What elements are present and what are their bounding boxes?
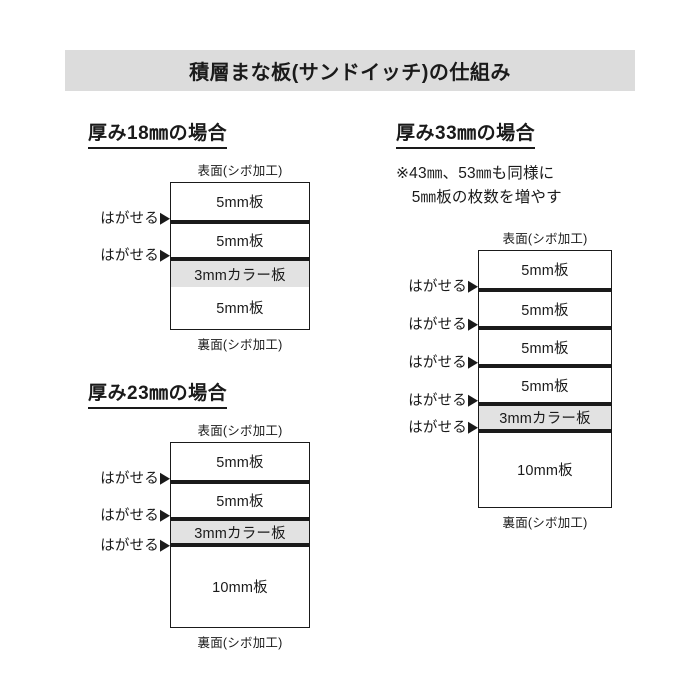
peel-tag: はがせる: [100, 472, 170, 487]
diagram-title-band: 積層まな板(サンドイッチ)の仕組み: [65, 50, 635, 91]
layer-label: 5mm板: [521, 263, 569, 279]
peel-tag-column-18mm: はがせる はがせる: [88, 182, 170, 330]
peel-tag-label: はがせる: [100, 247, 159, 264]
back-face-label: 裏面(シボ加工): [197, 338, 283, 352]
layer-5mm-4: 5mm板: [479, 364, 611, 402]
layer-label: 5mm板: [216, 494, 264, 510]
peel-tag: はがせる: [100, 212, 170, 227]
peel-tag: はがせる: [100, 539, 170, 554]
front-face-label: 表面(シボ加工): [197, 424, 283, 438]
layer-stack-18mm: 5mm板 5mm板 3mmカラー板 5mm板: [170, 182, 310, 330]
diagram-33mm: 表面(シボ加工) はがせる はがせる はがせる はがせる はがせる: [396, 228, 612, 531]
layer-stack-33mm: 5mm板 5mm板 5mm板 5mm板 3mmカラー板 10mm板: [478, 250, 612, 508]
layer-5mm-2: 5mm板: [171, 220, 309, 257]
layer-3mm-color: 3mmカラー板: [171, 517, 309, 543]
peel-tag-label: はがせる: [100, 537, 159, 554]
layer-10mm: 10mm板: [171, 543, 309, 625]
front-face-label: 表面(シボ加工): [197, 164, 283, 178]
section-18mm-heading: 厚み18㎜の場合: [88, 118, 228, 149]
layer-label: 10mm板: [517, 462, 573, 479]
layer-label: 3mmカラー板: [194, 525, 286, 542]
section-33mm-heading: 厚み33㎜の場合: [396, 118, 536, 149]
layer-label: 5mm板: [521, 378, 569, 395]
peel-tag-label: はがせる: [100, 210, 159, 227]
arrow-right-icon: [468, 395, 478, 407]
layer-5mm-1: 5mm板: [171, 183, 309, 220]
peel-tag-label: はがせる: [408, 278, 467, 295]
layer-label: 5mm板: [216, 234, 264, 250]
layer-5mm-3: 5mm板: [171, 287, 309, 328]
layer-stack-23mm: 5mm板 5mm板 3mmカラー板 10mm板: [170, 442, 310, 628]
layer-5mm-1: 5mm板: [171, 443, 309, 480]
page-title: 積層まな板(サンドイッチ)の仕組み: [189, 62, 511, 84]
peel-tag: はがせる: [100, 249, 170, 264]
peel-tag: はがせる: [408, 318, 478, 333]
section-23mm-heading: 厚み23㎜の場合: [88, 378, 228, 409]
arrow-right-icon: [160, 213, 170, 225]
layer-label: 5mm板: [521, 302, 569, 319]
peel-tag: はがせる: [408, 394, 478, 409]
peel-tag-label: はがせる: [408, 316, 467, 333]
arrow-right-icon: [160, 250, 170, 262]
layer-3mm-color: 3mmカラー板: [479, 402, 611, 429]
peel-tag-column-23mm: はがせる はがせる はがせる: [88, 442, 170, 628]
layer-label: 5mm板: [216, 455, 264, 471]
peel-tag-label: はがせる: [100, 507, 159, 524]
layer-5mm-1: 5mm板: [479, 251, 611, 288]
arrow-right-icon: [468, 357, 478, 369]
arrow-right-icon: [160, 510, 170, 522]
layer-label: 10mm板: [212, 579, 268, 596]
layer-label: 5mm板: [216, 195, 264, 211]
section-18mm: 厚み18㎜の場合: [88, 118, 228, 149]
layer-label: 3mmカラー板: [499, 411, 591, 427]
section-33mm: 厚み33㎜の場合 ※43㎜、53㎜も同様に 5㎜板の枚数を増やす: [396, 118, 562, 210]
section-33mm-note: ※43㎜、53㎜も同様に 5㎜板の枚数を増やす: [396, 165, 562, 207]
layer-5mm-2: 5mm板: [479, 288, 611, 326]
front-face-label: 表面(シボ加工): [502, 232, 588, 246]
peel-tag: はがせる: [408, 356, 478, 371]
peel-tag-label: はがせる: [408, 354, 467, 371]
peel-tag: はがせる: [100, 509, 170, 524]
peel-tag-label: はがせる: [408, 419, 467, 436]
diagram-23mm: 表面(シボ加工) はがせる はがせる はがせる 5mm板 5mm板: [88, 420, 310, 651]
back-face-label: 裏面(シボ加工): [502, 516, 588, 530]
arrow-right-icon: [468, 319, 478, 331]
back-face-label: 裏面(シボ加工): [197, 636, 283, 650]
arrow-right-icon: [468, 422, 478, 434]
arrow-right-icon: [468, 281, 478, 293]
arrow-right-icon: [160, 540, 170, 552]
layer-5mm-3: 5mm板: [479, 326, 611, 364]
layer-label: 3mmカラー板: [194, 267, 286, 284]
layer-5mm-2: 5mm板: [171, 480, 309, 517]
peel-tag-label: はがせる: [408, 392, 467, 409]
layer-label: 5mm板: [216, 301, 264, 317]
arrow-right-icon: [160, 473, 170, 485]
section-23mm: 厚み23㎜の場合: [88, 378, 228, 409]
peel-tag-column-33mm: はがせる はがせる はがせる はがせる はがせる: [396, 250, 478, 508]
peel-tag: はがせる: [408, 421, 478, 436]
layer-label: 5mm板: [521, 340, 569, 357]
peel-tag-label: はがせる: [100, 470, 159, 487]
layer-3mm-color: 3mmカラー板: [171, 257, 309, 287]
peel-tag: はがせる: [408, 280, 478, 295]
layer-10mm: 10mm板: [479, 429, 611, 505]
diagram-18mm: 表面(シボ加工) はがせる はがせる 5mm板 5mm板 3mmカラー板 5m: [88, 160, 310, 353]
